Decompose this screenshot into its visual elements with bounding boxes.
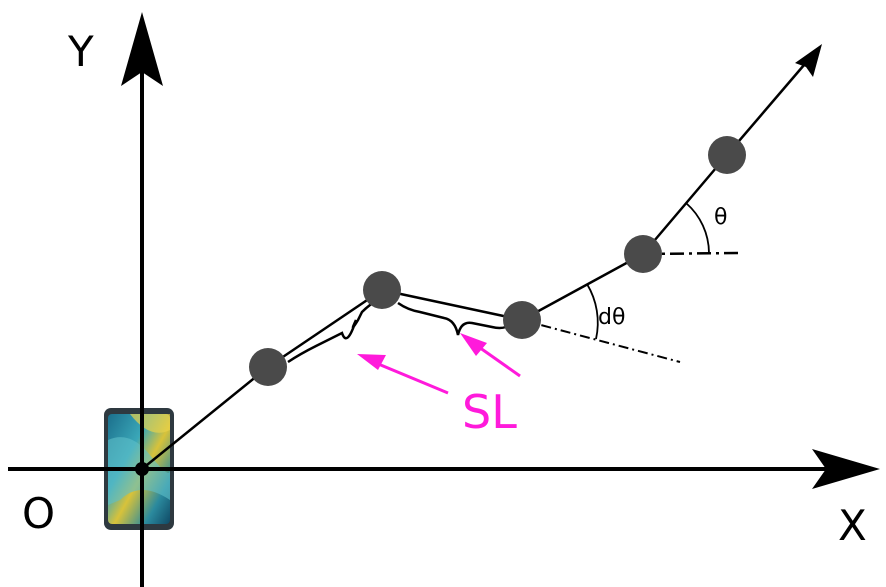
- origin-point: [135, 462, 149, 476]
- x-axis-arrowhead: [812, 449, 880, 489]
- dtheta-reference-line: [521, 319, 681, 363]
- step-point: [503, 301, 541, 339]
- step-length-brace-right: [397, 301, 507, 336]
- step-length-pointer-arrows: [357, 333, 521, 395]
- step-length-brace-left: [287, 298, 379, 364]
- step-point: [708, 136, 746, 174]
- dtheta-label: dθ: [598, 305, 625, 330]
- y-axis-arrowhead: [121, 12, 163, 86]
- step-point: [249, 348, 287, 386]
- theta-reference-line: [642, 251, 739, 256]
- origin-label: O: [22, 489, 55, 538]
- dtheta-arc: [586, 283, 599, 340]
- theta-arc: [685, 202, 710, 254]
- y-axis-label: Y: [67, 27, 94, 76]
- step-points: [249, 136, 746, 386]
- heading-arrowhead: [795, 44, 822, 77]
- theta-label: θ: [714, 205, 727, 230]
- step-length-label: SL: [462, 385, 517, 439]
- x-axis-label: X: [838, 501, 867, 550]
- step-point: [624, 235, 662, 273]
- step-point: [363, 271, 401, 309]
- walking-path: [141, 57, 811, 470]
